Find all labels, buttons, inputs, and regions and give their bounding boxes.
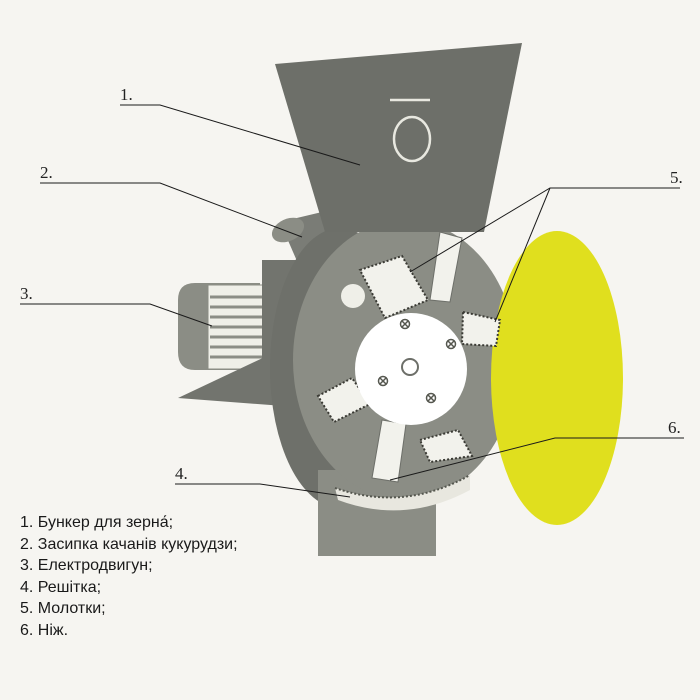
legend-item-hammers: 5. Молотки; xyxy=(20,600,106,617)
legend-item-knife: 6. Ніж. xyxy=(20,621,69,639)
grain-hopper xyxy=(275,43,522,232)
legend-item-motor: 3. Електродвигун; xyxy=(20,557,153,574)
callout-1: 1. xyxy=(120,85,133,104)
rotor-disc xyxy=(355,313,467,425)
callout-3: 3. xyxy=(20,284,33,303)
legend-item-hopper: 1. Бункер для зерна́; xyxy=(20,514,174,531)
legend-item-grate: 4. Решітка; xyxy=(20,578,102,596)
callout-5: 5. xyxy=(670,168,683,187)
callout-6: 6. xyxy=(668,418,681,437)
callout-4: 4. xyxy=(175,464,188,483)
circle-o-symbol-icon xyxy=(392,115,432,163)
legend-item-corn-feed: 2. Засипка качанів кукурудзи; xyxy=(20,535,238,553)
callout-2: 2. xyxy=(40,163,53,182)
legend-list: 1. Бункер для зерна́; 2. Засипка качанів… xyxy=(20,512,340,641)
yellow-cover-lid xyxy=(491,231,623,525)
leader-lines xyxy=(20,104,684,498)
knives xyxy=(371,231,463,483)
